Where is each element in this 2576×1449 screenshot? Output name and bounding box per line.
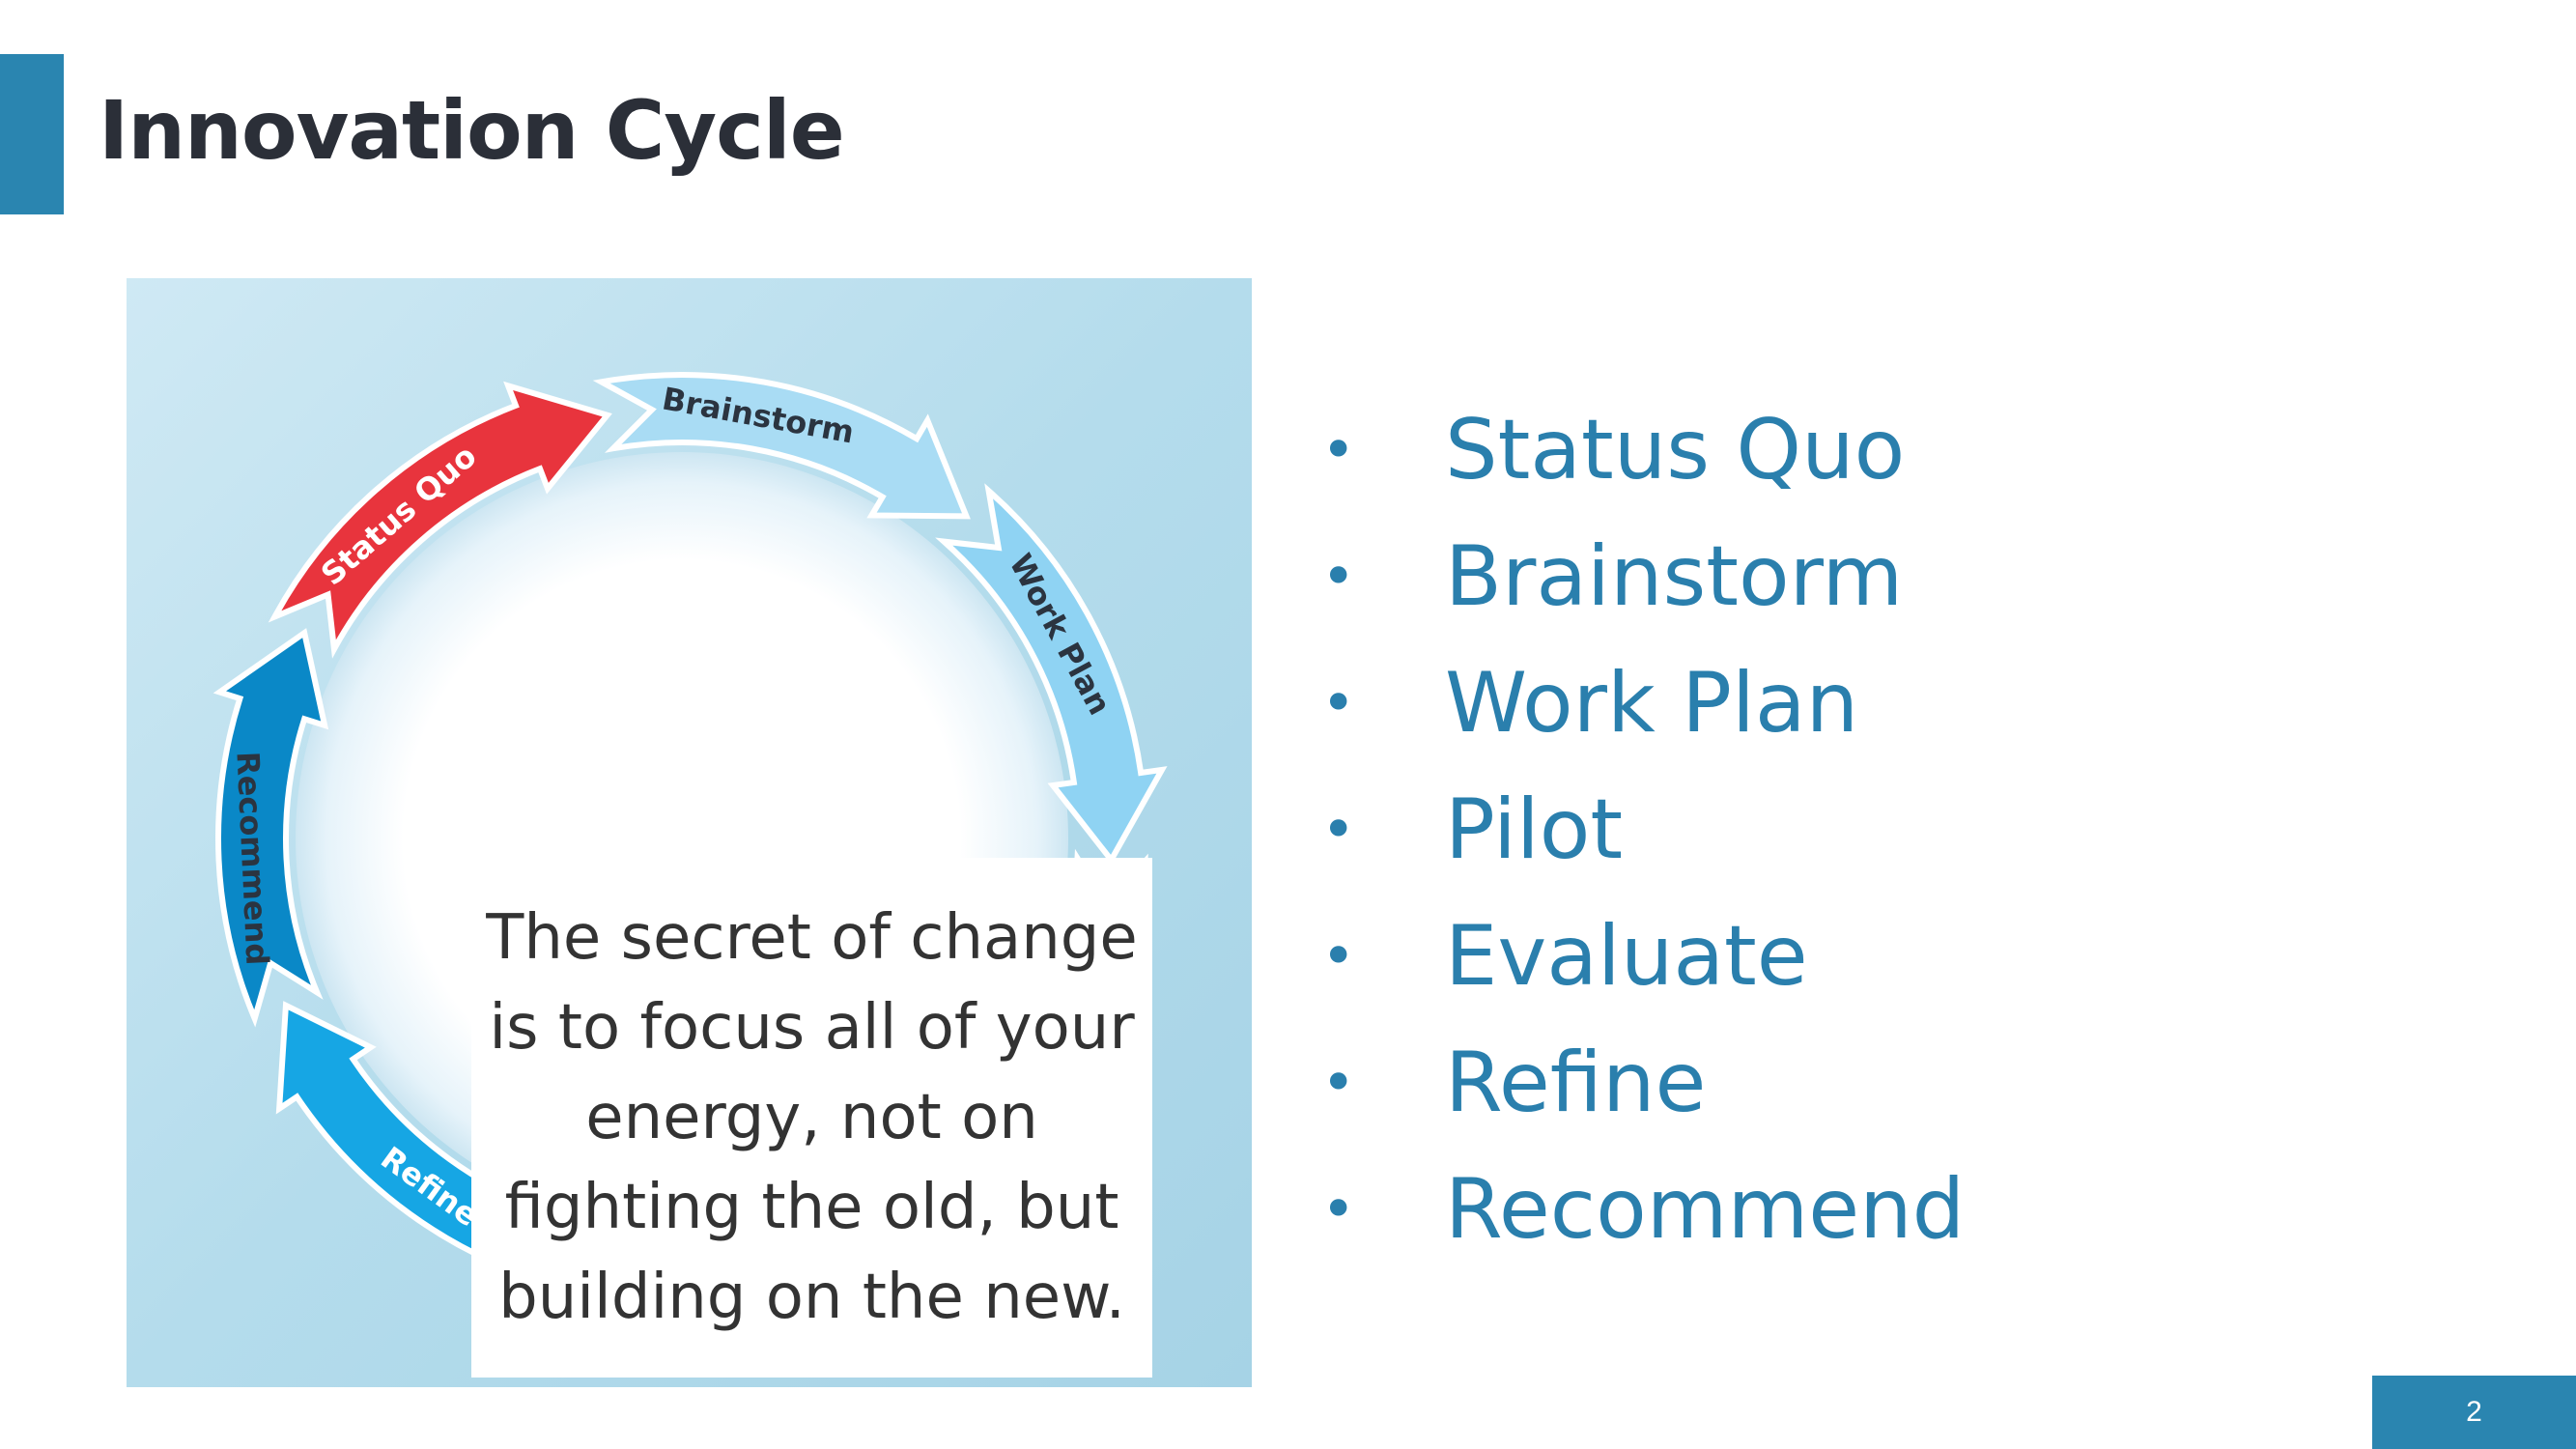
bullet-icon: • — [1321, 415, 1356, 484]
bullet-item: • Work Plan — [1314, 639, 1965, 766]
bullet-label: Pilot — [1445, 781, 1624, 878]
bullet-item: • Evaluate — [1314, 893, 1965, 1019]
bullet-icon: • — [1321, 795, 1356, 864]
cycle-arrow-recommend — [212, 628, 329, 1028]
bullet-icon: • — [1321, 668, 1356, 737]
slide-title: Innovation Cycle — [99, 83, 845, 178]
bullet-list: • Status Quo • Brainstorm • Work Plan • Pilo… — [1314, 386, 1965, 1272]
bullet-item: • Refine — [1314, 1019, 1965, 1146]
bullet-label: Brainstorm — [1445, 527, 1904, 625]
quote-box: The secret of change is to focus all of … — [471, 858, 1152, 1378]
cycle-arrow-work-plan — [935, 483, 1168, 866]
bullet-icon: • — [1321, 922, 1356, 990]
bullet-label: Refine — [1445, 1034, 1707, 1131]
bullet-icon: • — [1321, 1175, 1356, 1243]
bullet-item: • Brainstorm — [1314, 513, 1965, 639]
bullet-label: Recommend — [1445, 1160, 1966, 1258]
bullet-icon: • — [1321, 1048, 1356, 1117]
bullet-item: • Recommend — [1314, 1146, 1965, 1272]
bullet-label: Evaluate — [1445, 907, 1808, 1005]
bullet-icon: • — [1321, 542, 1356, 611]
cycle-arrow-status-quo — [268, 381, 612, 659]
bullet-label: Work Plan — [1445, 654, 1859, 752]
bullet-label: Status Quo — [1445, 401, 1906, 498]
quote-text: The secret of change is to focus all of … — [486, 901, 1138, 1333]
bullet-item: • Status Quo — [1314, 386, 1965, 513]
cycle-arrow-brainstorm — [592, 372, 971, 520]
page-number: 2 — [2372, 1376, 2576, 1449]
title-accent-bar — [0, 54, 64, 214]
bullet-item: • Pilot — [1314, 766, 1965, 893]
